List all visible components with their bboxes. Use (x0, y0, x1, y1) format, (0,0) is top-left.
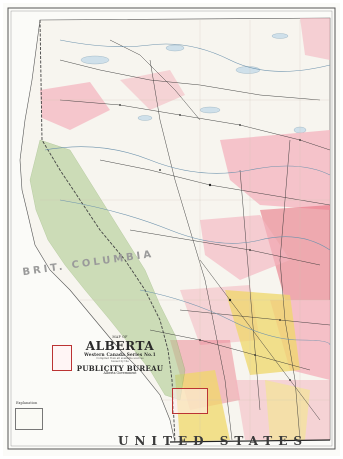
map-inner-frame (10, 10, 333, 447)
rivers (44, 39, 331, 346)
title-block: MAP OF ALBERTA Western Canada Series No.… (76, 335, 164, 404)
notes-box (52, 345, 72, 371)
legend-box (15, 408, 43, 430)
bc-boundary (39, 19, 176, 443)
stamp-box (172, 388, 208, 414)
us-label: UNITED STATES (118, 434, 309, 448)
title-prefix: MAP OF (112, 335, 128, 339)
issued-by-label: Issued by the (111, 360, 129, 364)
legend-title: Explanation (16, 401, 38, 405)
government-label: Alberta Government (103, 371, 137, 376)
publicity-bureau: PUBLICITY BUREAU (76, 363, 164, 373)
forest-band (29, 139, 186, 401)
us-boundary (169, 439, 331, 443)
compiled-line: Compiled from all available sources (96, 357, 144, 360)
map-title: ALBERTA (85, 339, 155, 354)
map-frame (7, 7, 336, 450)
towns (119, 104, 301, 381)
grid-lines (40, 20, 330, 440)
map-series: Western Canada Series No.1 (84, 352, 156, 358)
